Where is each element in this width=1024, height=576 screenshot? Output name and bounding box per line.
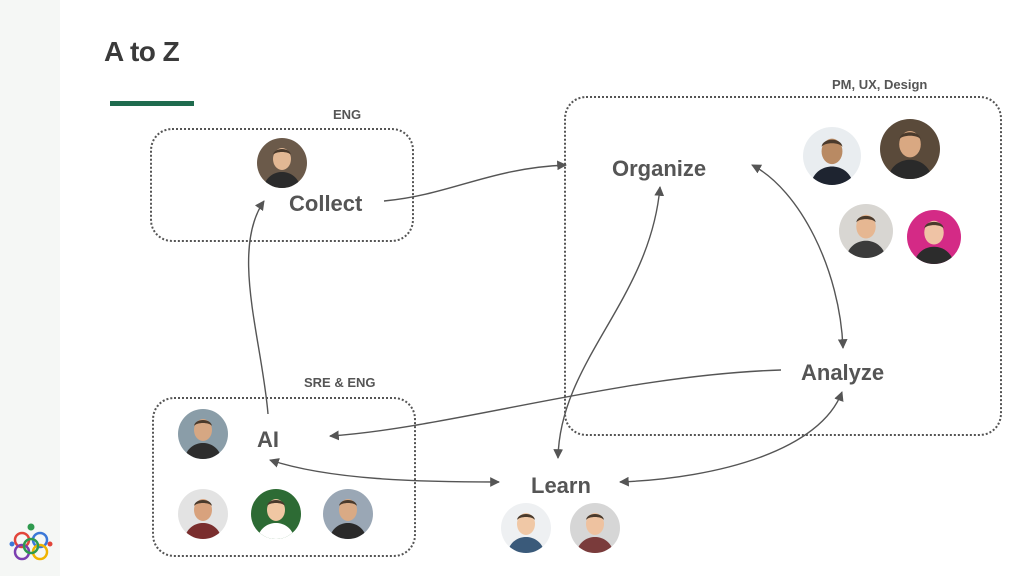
person-photo-icon (880, 119, 940, 179)
edge-analyze-learn (619, 391, 844, 487)
avatar (839, 204, 893, 258)
group-label-pm-ux-design: PM, UX, Design (832, 77, 928, 92)
edge-organize-learn (553, 186, 665, 459)
node-analyze: Analyze (801, 360, 885, 385)
node-collect: Collect (289, 191, 363, 216)
title-underline (110, 101, 194, 106)
group-eng (150, 128, 414, 242)
node-learn: Learn (531, 473, 591, 498)
edge-ai-collect (247, 200, 269, 415)
avatar (501, 503, 551, 553)
person-photo-icon (178, 489, 228, 539)
edge-ai-learn (269, 458, 500, 487)
avatar (251, 489, 301, 539)
avatar (257, 138, 307, 188)
avatar (907, 210, 961, 264)
person-photo-icon (251, 489, 301, 539)
logo-icon (9, 523, 53, 561)
person-photo-icon (803, 127, 861, 185)
person-photo-icon (257, 138, 307, 188)
person-photo-icon (323, 489, 373, 539)
person-photo-icon (178, 409, 228, 459)
person-photo-icon (570, 503, 620, 553)
avatar (880, 119, 940, 179)
person-photo-icon (501, 503, 551, 553)
edge-organize-analyze (751, 164, 848, 349)
person-photo-icon (907, 210, 961, 264)
node-ai: AI (257, 427, 279, 452)
sidebar-strip (0, 0, 60, 576)
edge-analyze-ai (329, 369, 782, 441)
node-organize: Organize (612, 156, 707, 181)
group-label-sre-eng: SRE & ENG (304, 375, 376, 390)
person-photo-icon (839, 204, 893, 258)
avatar (178, 489, 228, 539)
page-title: A to Z (104, 36, 180, 67)
avatar (570, 503, 620, 553)
group-label-eng: ENG (333, 107, 362, 122)
avatar (803, 127, 861, 185)
edge-collect-organize (383, 160, 567, 202)
avatar (323, 489, 373, 539)
avatar (178, 409, 228, 459)
